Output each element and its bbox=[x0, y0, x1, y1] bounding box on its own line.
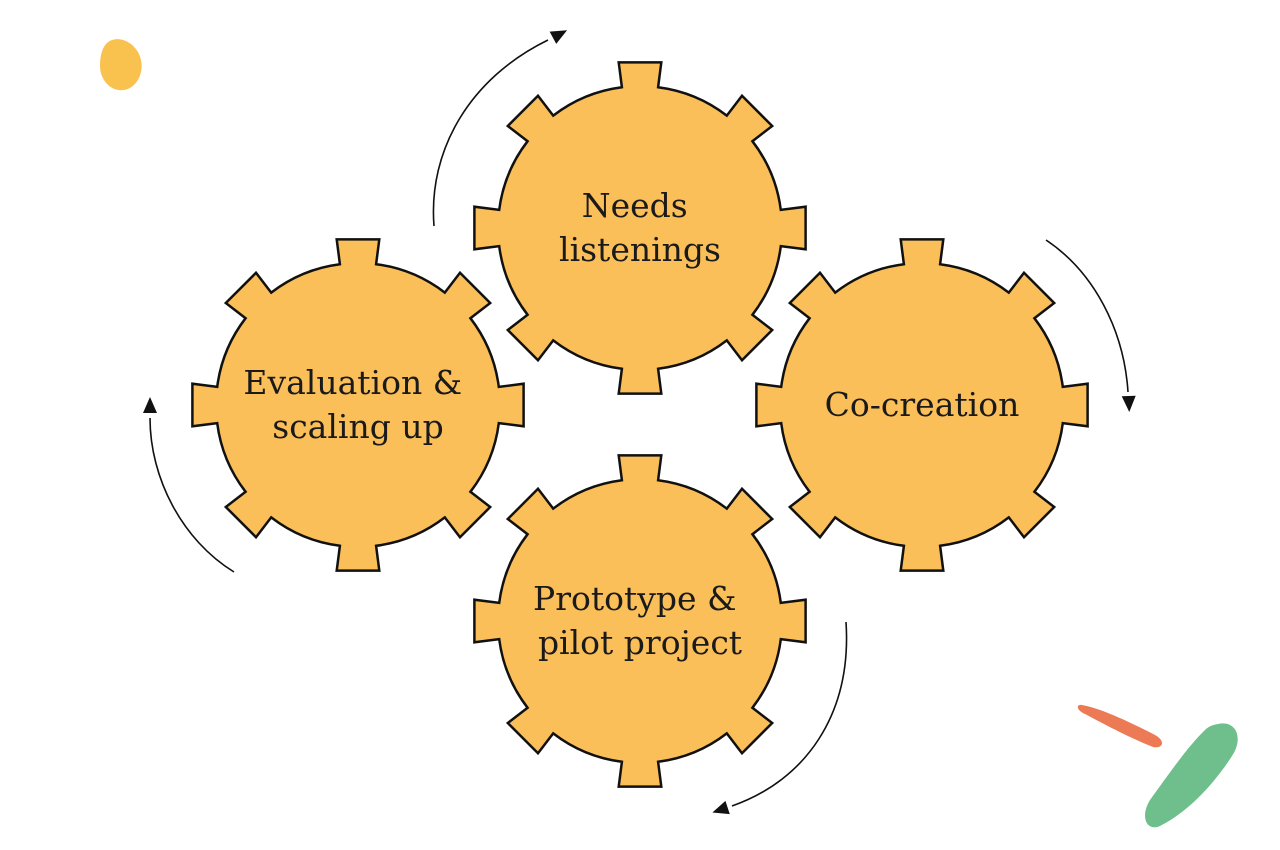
arrowhead-cocreation-to-prototype bbox=[712, 800, 730, 815]
gear-needs-label: Needs listenings bbox=[559, 186, 721, 269]
gear-evaluation-label-line-2: scaling up bbox=[272, 407, 443, 446]
gear-prototype-pilot: Prototype & pilot project bbox=[473, 454, 807, 788]
gear-cocreation-shape bbox=[755, 238, 1089, 572]
gear-evaluation-shape bbox=[191, 238, 525, 572]
yellow-paint-blob bbox=[100, 39, 142, 91]
arrow-prototype-to-evaluation bbox=[149, 417, 235, 573]
orange-paint-stroke bbox=[1077, 704, 1162, 748]
green-paint-stroke bbox=[1145, 723, 1238, 828]
cycle-arrows bbox=[143, 30, 1136, 815]
gear-needs-label-line-1: Needs bbox=[582, 186, 688, 225]
gear-cocreation-label-line-1: Co-creation bbox=[825, 385, 1020, 424]
gear-needs-shape bbox=[473, 61, 807, 395]
gear-prototype-shape bbox=[473, 454, 807, 788]
arrowhead-evaluation-to-needs bbox=[549, 30, 568, 44]
decorative-blobs bbox=[100, 39, 1238, 828]
arrowhead-needs-to-cocreation bbox=[1121, 395, 1136, 412]
gear-evaluation-label-line-1: Evaluation & bbox=[243, 363, 462, 402]
gear-cocreation-label: Co-creation bbox=[825, 385, 1020, 424]
gear-prototype-label: Prototype & pilot project bbox=[533, 579, 747, 662]
gear-prototype-label-line-2: pilot project bbox=[538, 623, 742, 662]
arrowhead-prototype-to-evaluation bbox=[143, 397, 157, 413]
gear-evaluation-label: Evaluation & scaling up bbox=[243, 363, 472, 446]
gear-co-creation: Co-creation bbox=[755, 238, 1089, 572]
arrow-cocreation-to-prototype bbox=[731, 621, 848, 807]
arrow-evaluation-to-needs bbox=[432, 39, 549, 227]
gear-needs-listenings: Needs listenings bbox=[473, 61, 807, 395]
gear-evaluation-scaling: Evaluation & scaling up bbox=[191, 238, 525, 572]
arrow-needs-to-cocreation bbox=[1045, 239, 1129, 393]
gear-prototype-label-line-1: Prototype & bbox=[533, 579, 736, 618]
gear-needs-label-line-2: listenings bbox=[559, 230, 721, 269]
